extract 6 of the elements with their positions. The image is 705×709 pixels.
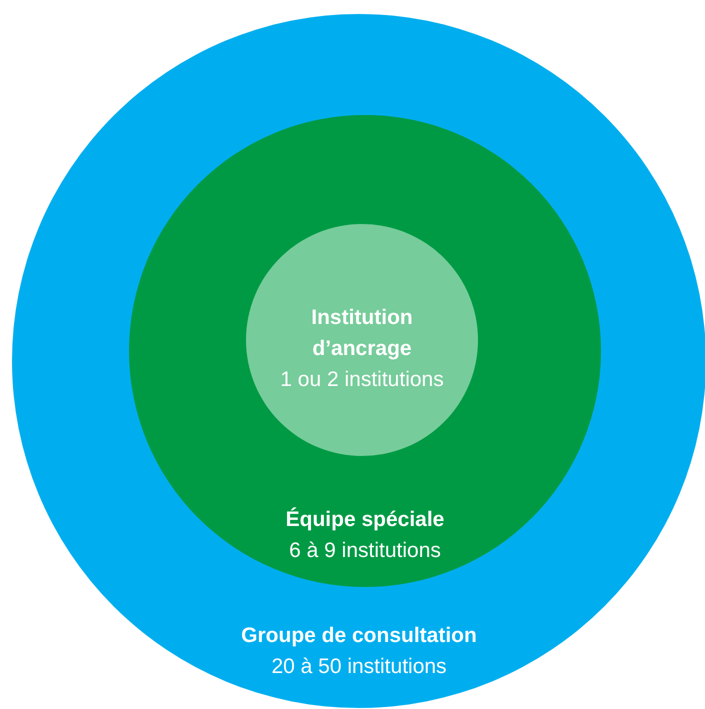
region-heading: Équipe spéciale xyxy=(284,506,446,533)
region-count: 20 à 50 institutions xyxy=(270,654,448,680)
region-heading: Groupe de consultation xyxy=(240,623,478,649)
region-count: 1 ou 2 institutions xyxy=(279,367,445,393)
region-count: 6 à 9 institutions xyxy=(288,538,442,564)
region-heading: Institution d’ancrage xyxy=(310,305,414,362)
